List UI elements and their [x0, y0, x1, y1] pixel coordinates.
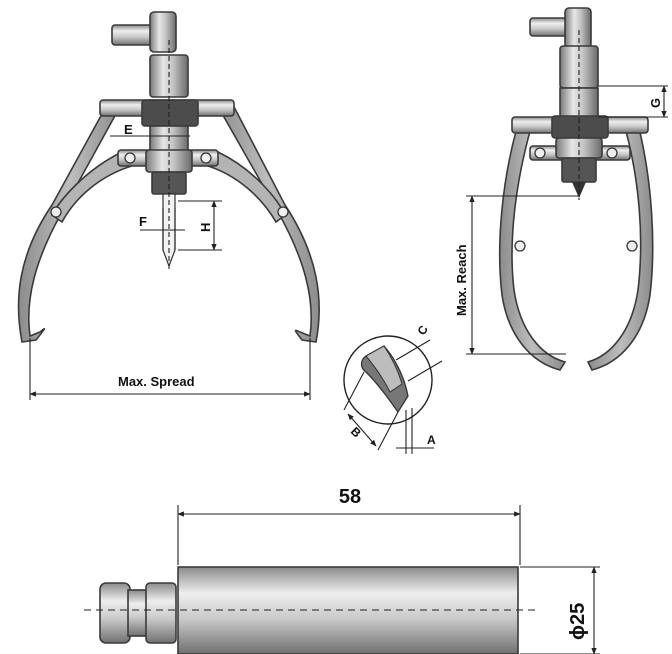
pin-icon	[514, 240, 526, 252]
dim-label-f: F	[139, 214, 147, 229]
pin-icon	[124, 152, 136, 164]
dim-label-c: C	[414, 323, 431, 338]
right-collar-nut	[551, 115, 609, 139]
right-arm-left	[498, 123, 567, 371]
left-collar-nut	[141, 99, 199, 127]
spindle-collar	[145, 582, 177, 644]
pin-icon	[277, 206, 289, 218]
spindle-end-cap	[99, 582, 131, 644]
pin-icon	[50, 206, 62, 218]
right-valve-body	[529, 17, 571, 37]
dim-label-h: H	[198, 223, 213, 232]
length-label: 58	[339, 486, 361, 508]
pin-icon	[606, 147, 618, 159]
pin-icon	[626, 240, 638, 252]
pin-icon	[534, 147, 546, 159]
right-valve-knob	[564, 7, 592, 49]
dim-label-b: B	[348, 424, 364, 440]
spindle-neck	[127, 589, 149, 637]
left-valve-knob	[149, 11, 177, 53]
left-valve-body	[111, 24, 155, 46]
left-arm-inner-right	[204, 151, 286, 224]
dim-label-a: A	[427, 433, 436, 447]
extension-spindle-view: 58 ϕ25	[84, 486, 600, 654]
left-arm-outer-left	[17, 102, 124, 343]
max-spread-label: Max. Spread	[118, 374, 195, 389]
right-arm-right	[586, 123, 654, 371]
left-arm-inner-left	[50, 151, 136, 224]
pin-icon	[200, 152, 212, 164]
dim-label-g: G	[648, 98, 663, 108]
dim-label-e: E	[124, 122, 133, 137]
jaw-tip-detail: C B A	[343, 323, 443, 454]
diameter-label: ϕ25	[567, 603, 589, 640]
left-ram-tip	[151, 171, 187, 195]
right-puller: G Max. Reach	[454, 7, 668, 371]
left-puller: E F H Max. Spread	[17, 11, 320, 400]
max-reach-label: Max. Reach	[454, 244, 469, 316]
left-arm-outer-right	[214, 102, 320, 343]
